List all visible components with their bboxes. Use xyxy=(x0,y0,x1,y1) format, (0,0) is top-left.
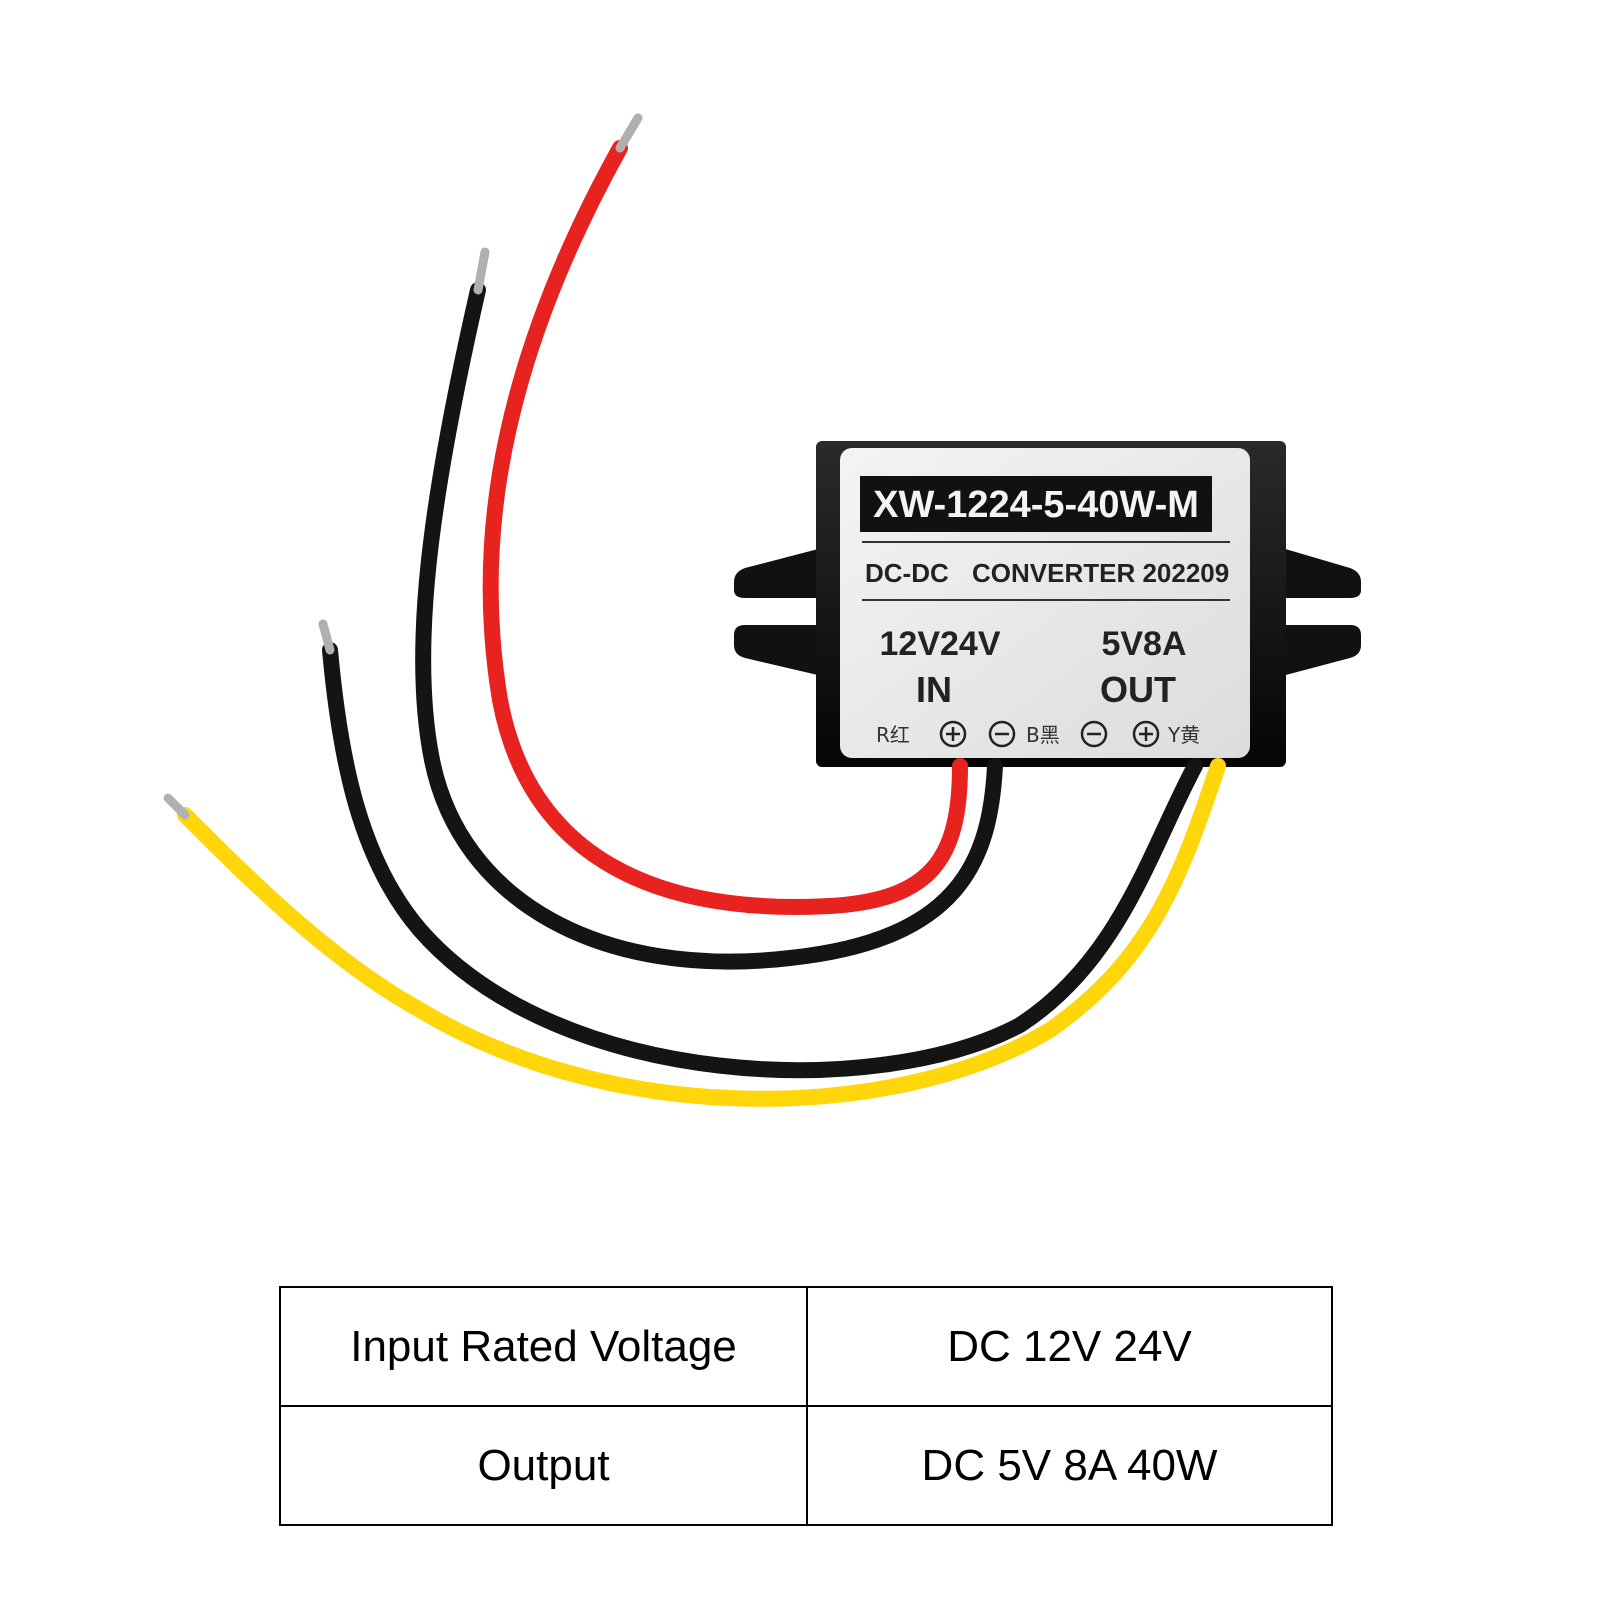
wire-black-input-tip xyxy=(473,247,490,295)
spec-value-input: DC 12V 24V xyxy=(806,1286,1333,1407)
converter-type: DC-DC xyxy=(865,558,949,588)
wire-yellow-tip xyxy=(163,793,190,820)
model-number: XW-1224-5-40W-M xyxy=(873,484,1199,526)
mounting-flange-left xyxy=(734,548,822,598)
table-row: Output DC 5V 8A 40W xyxy=(279,1405,1333,1526)
output-label: OUT xyxy=(1100,669,1176,710)
mounting-flange-left-lower xyxy=(734,625,822,676)
pin-label-black: B黑 xyxy=(1026,723,1060,747)
wire-red-tip xyxy=(615,113,643,153)
minus-icon xyxy=(1080,720,1108,748)
model-banner xyxy=(860,476,1212,532)
mounting-flange-right xyxy=(1282,548,1361,598)
spec-table: Input Rated Voltage DC 12V 24V Output DC… xyxy=(279,1286,1333,1526)
input-voltage: 12V24V xyxy=(880,625,1001,663)
minus-icon xyxy=(988,720,1016,748)
wire-black-output xyxy=(322,642,1203,1079)
spec-value-output: DC 5V 8A 40W xyxy=(806,1405,1333,1526)
input-label: IN xyxy=(916,669,952,710)
product-photo: XW-1224-5-40W-M DC-DC CONVERTER 202209 1… xyxy=(163,113,1361,1107)
output-rating: 5V8A xyxy=(1101,625,1186,663)
pin-label-yellow: Y黄 xyxy=(1167,723,1200,747)
converter-description: CONVERTER 202209 xyxy=(972,558,1229,588)
spec-label-input: Input Rated Voltage xyxy=(279,1286,808,1407)
pin-label-red: R红 xyxy=(876,723,910,747)
wire-yellow xyxy=(177,758,1226,1107)
wire-black-output-tip xyxy=(318,619,335,655)
plus-icon xyxy=(1132,720,1160,748)
spec-label-output: Output xyxy=(279,1405,808,1526)
wire-red xyxy=(482,140,968,915)
wire-black-input xyxy=(415,282,1003,970)
mounting-flange-right-lower xyxy=(1282,625,1361,676)
table-row: Input Rated Voltage DC 12V 24V xyxy=(279,1286,1333,1407)
plus-icon xyxy=(939,720,967,748)
